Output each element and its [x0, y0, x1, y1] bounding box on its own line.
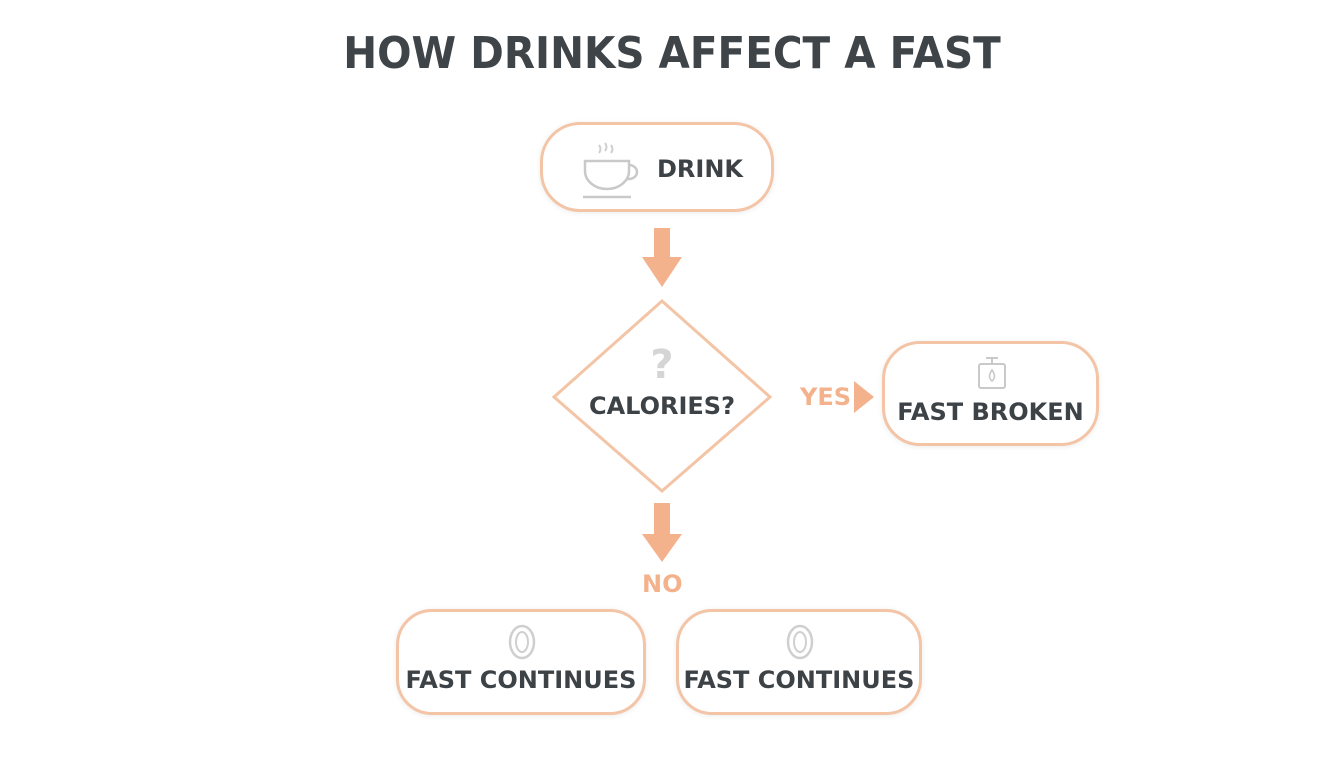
yes-label: YES	[800, 383, 852, 411]
zero-icon	[507, 624, 537, 664]
no-label: NO	[642, 570, 683, 598]
drop-vessel-icon	[976, 354, 1008, 396]
fast-continues-node: FAST CONTINUES	[676, 609, 922, 715]
drink-label: DRINK	[657, 155, 744, 183]
fast-continues-label: FAST CONTINUES	[683, 666, 915, 694]
decision-label: CALORIES?	[588, 392, 736, 420]
zero-icon	[785, 624, 815, 664]
fast-continues-node: FAST CONTINUES	[396, 609, 646, 715]
fast-continues-label: FAST CONTINUES	[405, 666, 637, 694]
diagram-title: HOW DRINKS AFFECT A FAST	[343, 28, 1001, 79]
fast-broken-node: FAST BROKEN	[882, 341, 1099, 446]
decision-diamond	[551, 298, 773, 493]
arrow-yes-head	[854, 381, 874, 413]
question-mark-icon: ?	[650, 342, 674, 388]
drink-node: DRINK	[540, 122, 774, 212]
arrow-drink-to-decision	[642, 228, 682, 287]
arrow-decision-to-no	[642, 503, 682, 562]
coffee-cup-icon	[581, 141, 641, 205]
fast-broken-label: FAST BROKEN	[897, 398, 1084, 426]
